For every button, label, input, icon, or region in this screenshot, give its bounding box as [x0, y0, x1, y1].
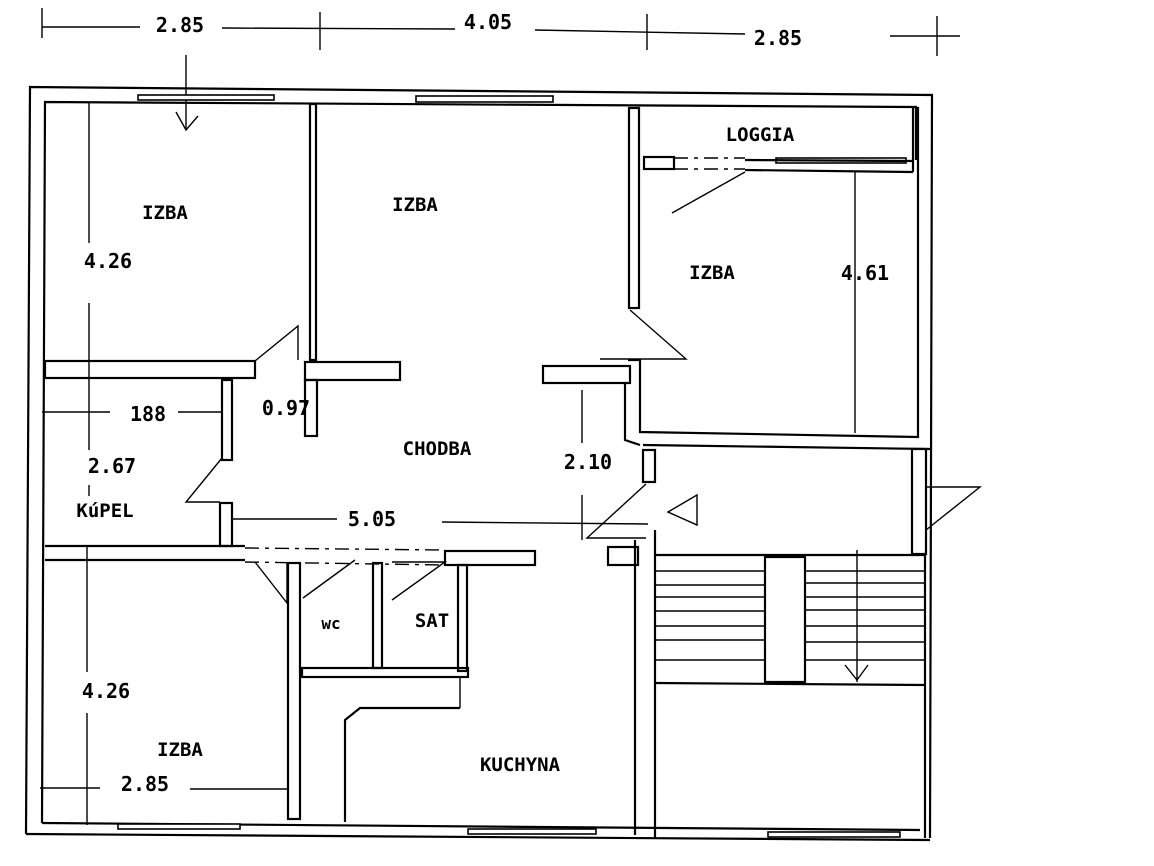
- room-label-izba-bottom-left: IZBA: [157, 739, 203, 761]
- outer-walls: [24, 85, 934, 842]
- dimension-izba-top-left-height: 4.26: [84, 249, 132, 273]
- room-label-chodba: CHODBA: [403, 438, 472, 460]
- dimension-top-left: 2.85: [156, 13, 204, 37]
- room-label-izba-right: IZBA: [689, 262, 735, 284]
- dimension-chodba-length: 5.05: [348, 507, 396, 531]
- room-label-sat: SAT: [415, 610, 449, 632]
- dimension-door-width: 0.97: [262, 396, 310, 420]
- dimension-lines: [40, 103, 856, 825]
- room-label-izba-top-middle: IZBA: [392, 194, 438, 216]
- room-label-kuchyna: KUCHYNA: [480, 754, 561, 776]
- dimension-chodba-height: 2.10: [564, 450, 612, 474]
- room-label-wc: wc: [321, 614, 340, 633]
- dimension-top-right: 2.85: [754, 26, 802, 50]
- room-label-izba-top-left: IZBA: [142, 202, 188, 224]
- staircase: [654, 550, 926, 687]
- dimension-kupel-width: 188: [130, 402, 166, 426]
- dimension-top-middle: 4.05: [464, 10, 512, 34]
- room-label-kupel: KúPEL: [76, 500, 133, 522]
- top-dimension-line: [41, 8, 960, 132]
- dimension-kupel-height: 2.67: [88, 454, 136, 478]
- door-swings: [184, 171, 983, 606]
- room-label-loggia: LOGGIA: [726, 124, 795, 146]
- windows: [117, 94, 907, 838]
- dimension-izba-bottom-left-height: 4.26: [82, 679, 130, 703]
- dimension-izba-bottom-left-width: 2.85: [121, 772, 169, 796]
- dimension-izba-right-height: 4.61: [841, 261, 889, 285]
